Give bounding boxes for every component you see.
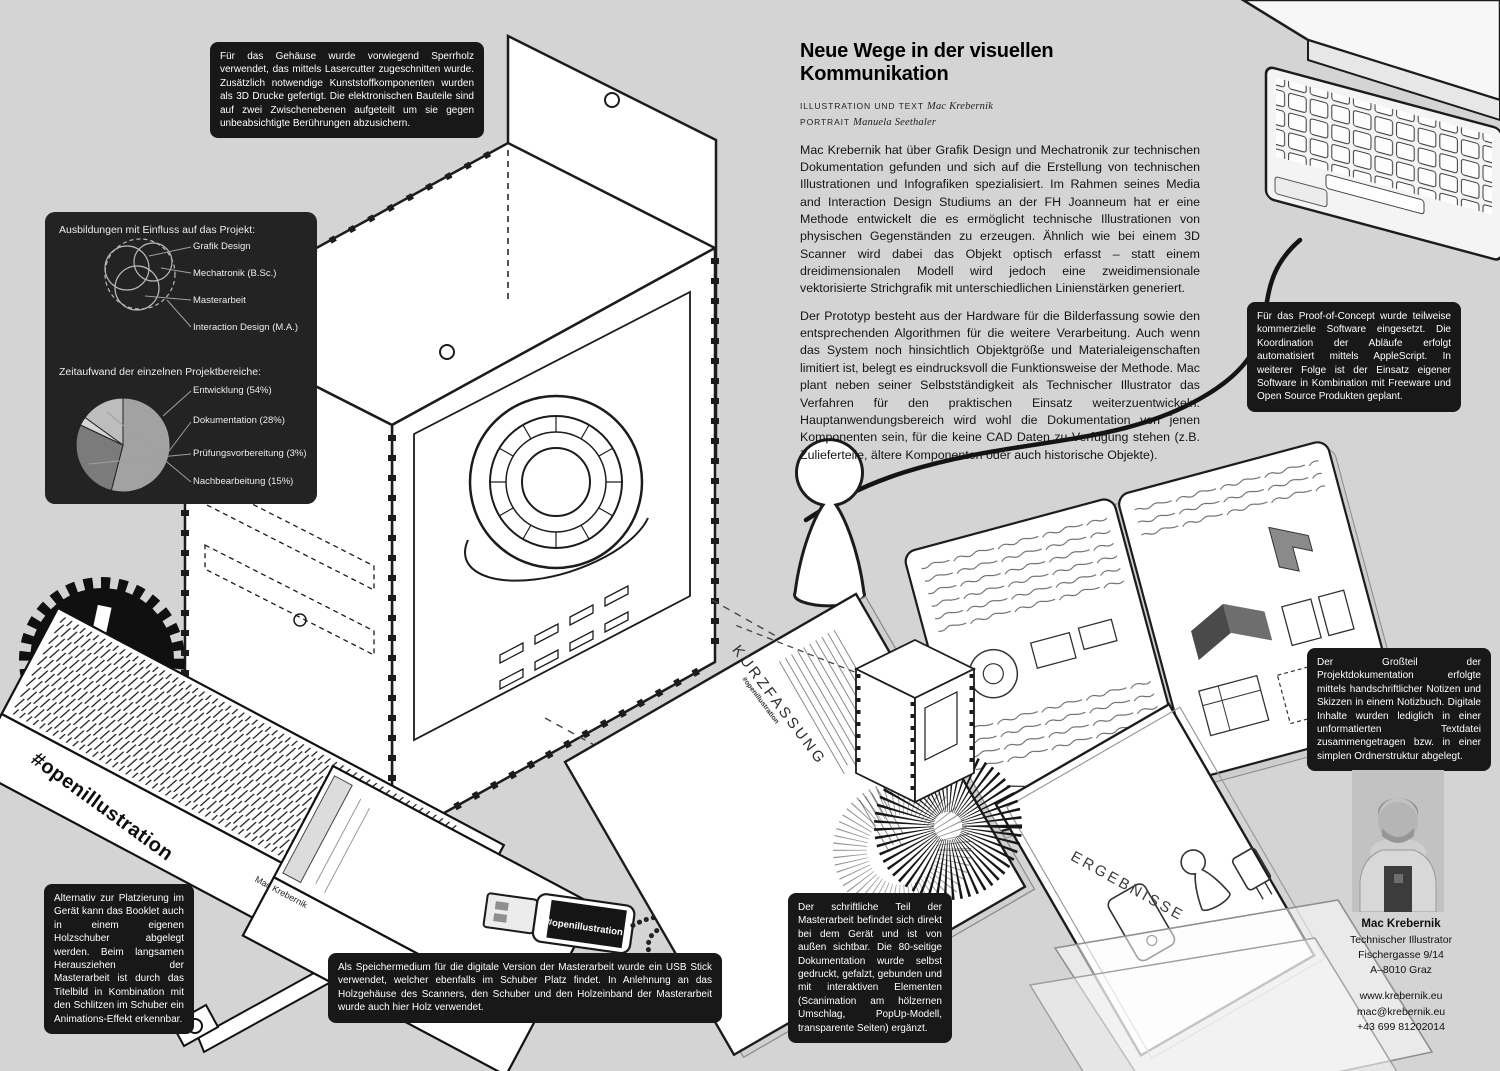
education-item-mechatronik: Mechatronik (B.Sc.) (193, 268, 277, 279)
page-title: Neue Wege in der visuellen Kommunikation (800, 40, 1054, 85)
pawn-figure (793, 438, 866, 608)
callout-notebook: Der Großteil der Projektdokumentation er… (1307, 648, 1491, 772)
time-title: Zeitaufwand der einzelnen Projektbereich… (59, 366, 261, 378)
usb-stick-illustration (482, 892, 695, 968)
callout-housing: Für das Gehäuse wurde vorwiegend Sperrho… (210, 42, 484, 139)
education-title: Ausbildungen mit Einfluss auf das Projek… (59, 224, 256, 236)
credit-portrait-label: PORTRAIT (800, 117, 850, 128)
panel-diagrams (75, 238, 192, 493)
mini-device-model (734, 624, 977, 804)
time-item-dokumentation: Dokumentation (28%) (193, 415, 285, 426)
education-item-masterarbeit: Masterarbeit (193, 295, 246, 306)
laptop-illustration (1240, 0, 1500, 261)
callout-software: Für das Proof-of-Concept wurde teilweise… (1247, 302, 1461, 412)
portrait-image (1352, 770, 1444, 913)
contact-name: Mac Krebernik (1361, 918, 1441, 930)
article: Neue Wege in der visuellen Kommunikation… (800, 40, 1200, 464)
contact-role: Technischer Illustrator (1349, 933, 1453, 946)
transparent-sheets (1028, 899, 1434, 1071)
contact-block: Mac Krebernik Technischer Illustrator Fi… (1330, 916, 1472, 1035)
credit-illustration-label: ILLUSTRATION UND TEXT (800, 101, 924, 111)
article-paragraph-2: Der Prototyp besteht aus der Hardware fü… (800, 308, 1200, 462)
contact-email: mac@krebernik.eu (1356, 1005, 1446, 1018)
contact-web: www.krebernik.eu (1359, 990, 1443, 1003)
leader-lines (88, 246, 192, 489)
credit-portrait-name: Manuela Seethaler (853, 117, 937, 129)
pie-chart (75, 397, 171, 493)
contact-street: Fischergasse 9/14 (1358, 948, 1444, 961)
credit-illustration-name: Mac Krebernik (927, 101, 994, 112)
time-item-nachbearbeitung: Nachbearbeitung (15%) (193, 476, 294, 487)
venn-diagram (104, 238, 176, 311)
scanimation-fan (833, 752, 1022, 919)
callout-usb: Als Speichermedium für die digitale Vers… (328, 953, 722, 1023)
contact-phone: +43 699 81202014 (1357, 1020, 1445, 1033)
portrait-photo (1352, 770, 1444, 913)
article-paragraph-1: Mac Krebernik hat über Grafik Design und… (800, 142, 1200, 296)
project-info-panel: Ausbildungen mit Einfluss auf das Projek… (45, 212, 317, 504)
callout-drawer: Alternativ zur Platzierung im Gerät kann… (44, 884, 194, 1034)
time-item-pruefung: Prüfungsvorbereitung (3%) (193, 448, 307, 459)
education-item-interaction-design: Interaction Design (M.A.) (193, 322, 299, 333)
education-item-grafik-design: Grafik Design (193, 241, 251, 252)
callout-booklet: Der schriftliche Teil der Masterarbeit b… (788, 893, 952, 1043)
contact-city: A–8010 Graz (1370, 964, 1432, 977)
time-item-entwicklung: Entwicklung (54%) (193, 385, 272, 396)
credits: ILLUSTRATION UND TEXT Mac Krebernik PORT… (800, 99, 1200, 132)
